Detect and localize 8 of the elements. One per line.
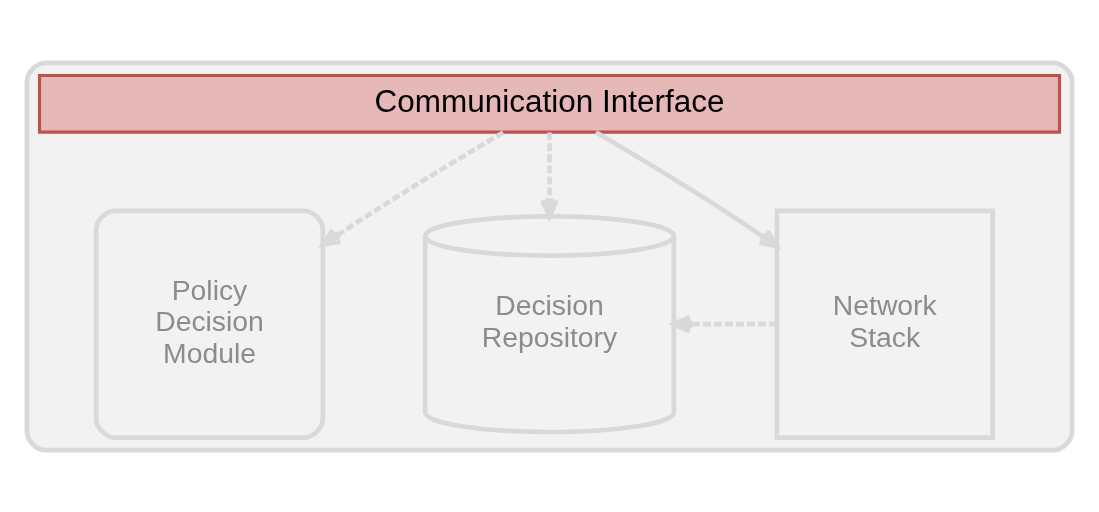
arrow (671, 314, 777, 334)
cluster (24, 60, 1075, 452)
node-box: Communication Interface (37, 73, 1062, 134)
arrow (320, 129, 505, 247)
node-box: Policy Decision Module (93, 208, 326, 440)
arrow (594, 129, 779, 248)
node-box: Network Stack (774, 208, 995, 440)
arrow (540, 131, 559, 219)
